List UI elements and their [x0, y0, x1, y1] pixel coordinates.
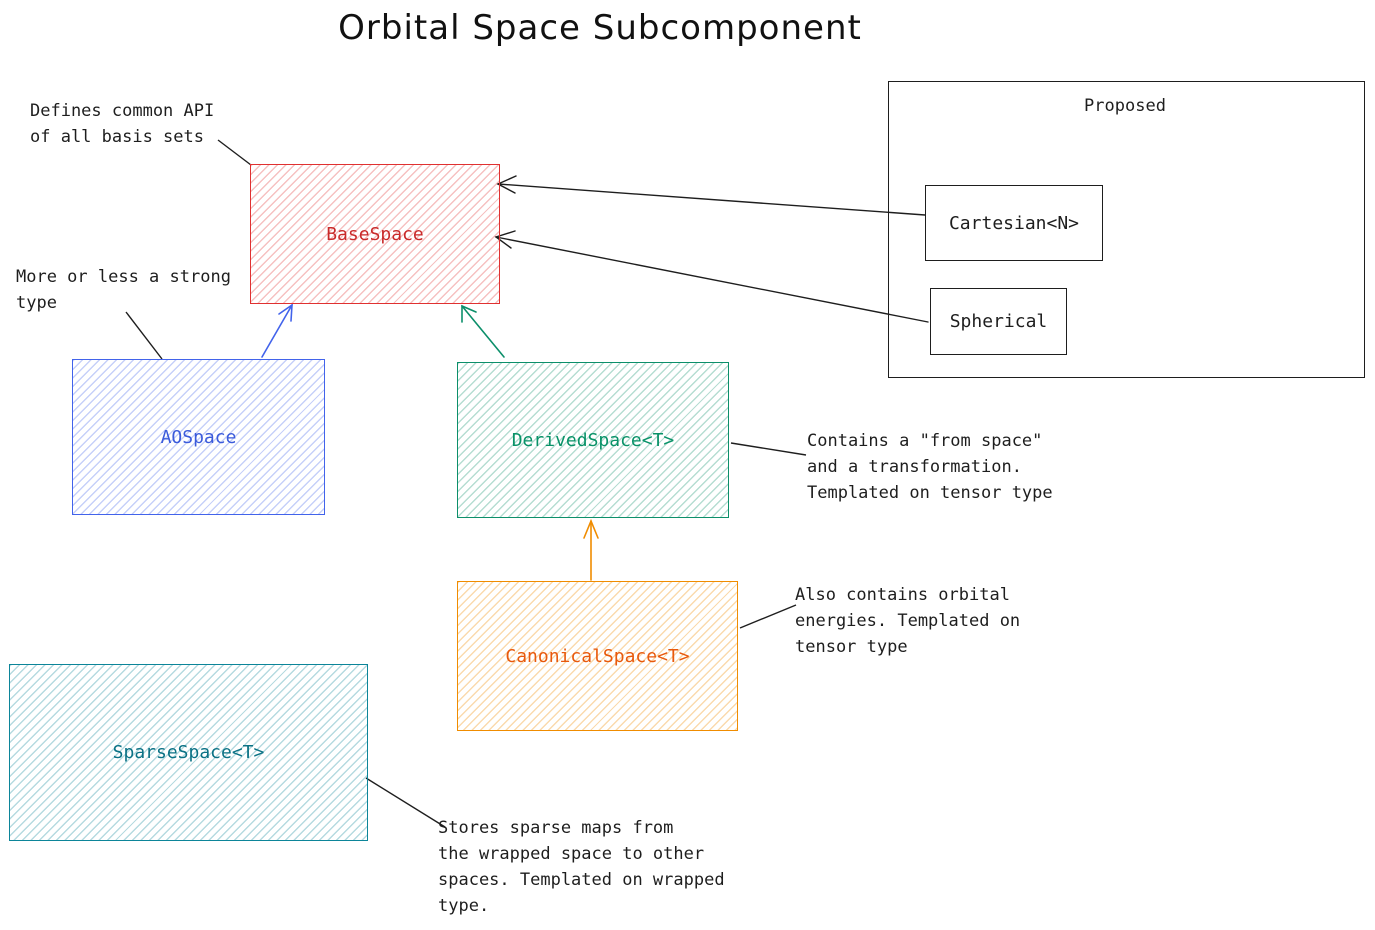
note-leader-aospace: [125, 311, 163, 360]
note-leader-derivedspace: [730, 442, 807, 456]
arrow-canonicalspace-to-derivedspace: [583, 518, 599, 581]
cartesian-node[interactable]: Cartesian<N>: [925, 185, 1103, 261]
note-line: Also contains orbital: [795, 585, 1010, 605]
proposed-group-frame: [888, 81, 1365, 378]
cartesian-label: Cartesian<N>: [948, 212, 1080, 234]
sparsespace-node[interactable]: SparseSpace<T>: [9, 664, 368, 841]
note-line: type.: [438, 896, 490, 916]
arrow-spherical-to-basespace: [494, 230, 929, 323]
aospace-node[interactable]: AOSpace: [72, 359, 325, 515]
note-line: and a transformation.: [807, 457, 1022, 477]
note-line: More or less a strong: [16, 267, 231, 287]
arrow-cartesian-to-basespace: [496, 175, 926, 216]
derivedspace-node[interactable]: DerivedSpace<T>: [457, 362, 729, 518]
arrow-aospace-to-basespace: [261, 303, 293, 358]
note-line: energies. Templated on: [795, 611, 1021, 631]
page-title: Orbital Space Subcomponent: [338, 8, 862, 48]
note-aospace: More or less a strong type: [16, 264, 231, 316]
canonicalspace-label: CanonicalSpace<T>: [505, 645, 690, 667]
derivedspace-label: DerivedSpace<T>: [511, 429, 675, 451]
note-basespace: Defines common API of all basis sets: [30, 98, 214, 150]
note-line: the wrapped space to other: [438, 844, 705, 864]
note-leader-canonicalspace: [739, 604, 797, 629]
sparsespace-label: SparseSpace<T>: [112, 742, 265, 763]
note-sparsespace: Stores sparse maps from the wrapped spac…: [438, 815, 725, 919]
note-canonicalspace: Also contains orbital energies. Template…: [795, 582, 1020, 660]
basespace-label: BaseSpace: [326, 223, 424, 245]
note-line: Contains a "from space": [807, 431, 1043, 451]
spherical-node[interactable]: Spherical: [930, 288, 1067, 355]
note-line: of all basis sets: [30, 127, 204, 147]
note-leader-sparsespace: [365, 777, 446, 828]
note-line: type: [16, 293, 57, 313]
canonicalspace-node[interactable]: CanonicalSpace<T>: [457, 581, 738, 731]
note-leader-basespace: [217, 139, 252, 166]
proposed-group-label: Proposed: [1084, 96, 1166, 116]
note-line: Stores sparse maps from: [438, 818, 674, 838]
note-line: spaces. Templated on wrapped: [438, 870, 725, 890]
spherical-label: Spherical: [949, 311, 1048, 332]
arrow-derivedspace-to-basespace: [461, 304, 505, 358]
note-derivedspace: Contains a "from space" and a transforma…: [807, 428, 1053, 506]
aospace-label: AOSpace: [160, 426, 237, 448]
basespace-node[interactable]: BaseSpace: [250, 164, 500, 304]
note-line: tensor type: [795, 637, 908, 657]
note-line: Defines common API: [30, 101, 215, 121]
note-line: Templated on tensor type: [807, 483, 1053, 503]
